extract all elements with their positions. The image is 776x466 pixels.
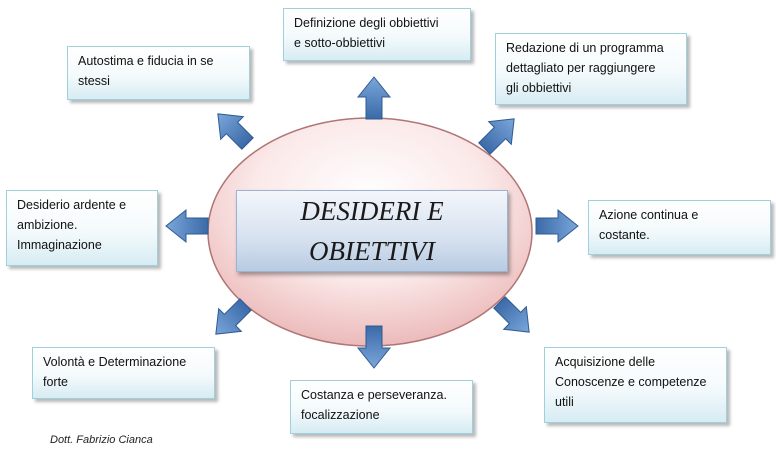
arrow-down-left-icon (215, 298, 252, 335)
node-will-text: Volontà e Determinazione forte (43, 355, 187, 389)
author-credit: Dott. Fabrizio Cianca (50, 434, 153, 446)
node-constancy-text: Costanza e perseveranza. focalizzazione (301, 388, 447, 422)
node-selfesteem-text: Autostima e fiducia in se stessi (78, 54, 214, 88)
node-action-text: Azione continua e costante. (599, 208, 699, 242)
arrow-up-icon (356, 76, 392, 120)
center-title: DESIDERI E OBIETTIVI (300, 196, 444, 266)
center-title-box: DESIDERI E OBIETTIVI (236, 190, 508, 272)
node-goals-definition-text: Definizione degli obbiettivi e sotto-obb… (294, 16, 439, 50)
arrow-right-icon (535, 208, 579, 244)
node-action: Azione continua e costante. (588, 200, 771, 255)
node-knowledge-text: Acquisizione delle Conoscenze e competen… (555, 355, 707, 409)
arrow-down-icon (356, 325, 392, 369)
node-goals-definition: Definizione degli obbiettivi e sotto-obb… (283, 8, 471, 61)
node-desire: Desiderio ardente e ambizione. Immaginaz… (6, 190, 158, 266)
arrow-up-left-icon (217, 113, 254, 150)
arrow-down-right-icon (493, 296, 530, 333)
node-selfesteem: Autostima e fiducia in se stessi (67, 46, 250, 100)
node-program-text: Redazione di un programma dettagliato pe… (506, 41, 664, 95)
node-knowledge: Acquisizione delle Conoscenze e competen… (544, 347, 727, 423)
node-program: Redazione di un programma dettagliato pe… (495, 33, 687, 105)
node-desire-text: Desiderio ardente e ambizione. Immaginaz… (17, 198, 127, 252)
arrow-left-icon (165, 208, 209, 244)
node-will: Volontà e Determinazione forte (32, 347, 215, 399)
node-constancy: Costanza e perseveranza. focalizzazione (290, 380, 473, 434)
arrow-up-right-icon (478, 118, 515, 155)
